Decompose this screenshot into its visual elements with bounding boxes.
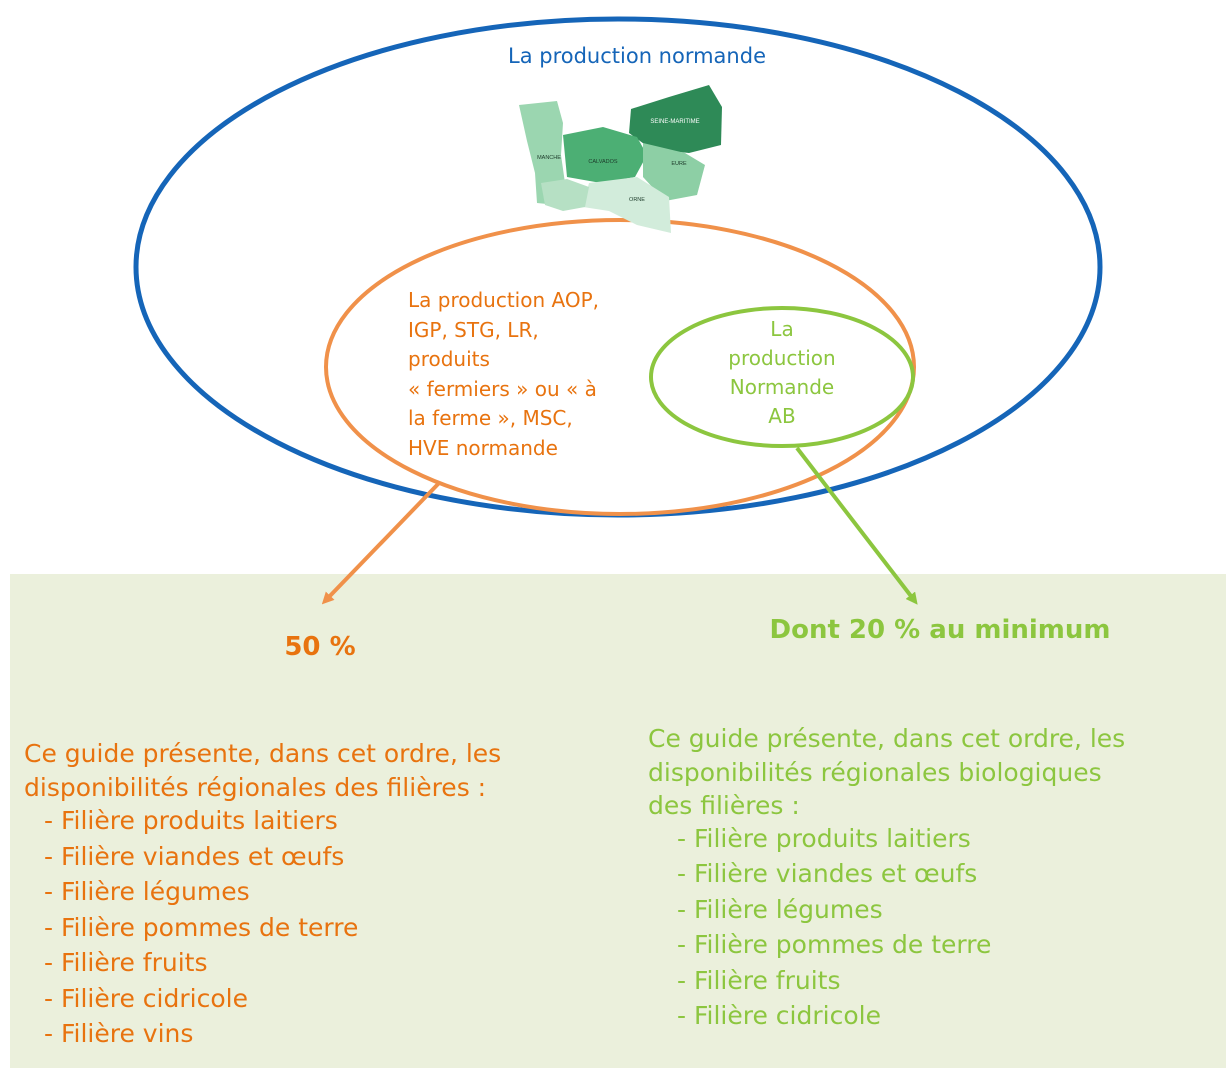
orange-circle-label: La production AOP, IGP, STG, LR, produit… [408,286,658,463]
seine-maritime-region [629,85,722,153]
list-item: Filière cidricole [677,998,1223,1034]
list-item: Filière légumes [44,874,614,910]
left-description: Ce guide présente, dans cet ordre, les d… [24,737,614,1052]
green-label-line: Normande [729,375,835,399]
eure-region [643,143,705,201]
list-item: Filière fruits [677,963,1223,999]
green-label-line: La [770,317,794,341]
orange-label-line: « fermiers » ou « à [408,376,597,401]
list-item: Filière fruits [44,945,614,981]
right-intro-line: Ce guide présente, dans cet ordre, les [648,724,1126,753]
left-intro-line: disponibilités régionales des filières : [24,772,487,802]
calvados-region [563,127,647,183]
orange-label-line: la ferme », MSC, [408,406,573,430]
outer-circle-label: La production normande [508,44,766,68]
left-item-list: Filière produits laitiers Filière viande… [44,803,614,1052]
right-intro: Ce guide présente, dans cet ordre, les d… [648,722,1223,823]
map-label-orne: ORNE [629,197,645,203]
green-label-line: AB [768,404,796,428]
normandy-map: SEINE-MARITIME MANCHE CALVADOS EURE ORNE [519,85,722,233]
map-label-seine-maritime: SEINE-MARITIME [650,119,699,125]
right-intro-line: des filières : [648,791,800,820]
right-intro-line: disponibilités régionales biologiques [648,757,1102,787]
list-item: Filière produits laitiers [677,821,1223,857]
orange-label-line: produits [408,347,490,371]
list-item: Filière viandes et œufs [44,839,614,875]
green-arrow [795,446,918,605]
map-label-eure: EURE [671,161,687,167]
left-percent: 50 % [284,632,356,662]
map-label-calvados: CALVADOS [588,159,617,165]
list-item: Filière légumes [677,892,1223,928]
list-item: Filière pommes de terre [44,910,614,946]
orange-label-line: IGP, STG, LR, [408,317,539,342]
right-description: Ce guide présente, dans cet ordre, les d… [648,722,1223,1034]
orange-arrow [321,480,442,605]
manche-region [519,101,565,205]
orange-label-line: HVE normande [408,435,558,460]
left-intro: Ce guide présente, dans cet ordre, les d… [24,737,614,804]
list-item: Filière pommes de terre [677,927,1223,963]
left-intro-line: Ce guide présente, dans cet ordre, les [24,739,502,768]
list-item: Filière viandes et œufs [677,856,1223,892]
orange-circle [324,218,916,516]
map-label-manche: MANCHE [537,155,561,161]
manche-south-region [541,179,589,211]
list-item: Filière vins [44,1016,614,1052]
list-item: Filière cidricole [44,981,614,1017]
green-circle-label: La production Normande AB [692,315,872,431]
right-percent: Dont 20 % au minimum [769,615,1111,645]
green-circle [649,306,915,448]
orne-region [583,177,671,233]
right-item-list: Filière produits laitiers Filière viande… [677,821,1223,1034]
list-item: Filière produits laitiers [44,803,614,839]
green-label-line: production [728,346,836,370]
orange-label-line: La production AOP, [408,288,599,312]
